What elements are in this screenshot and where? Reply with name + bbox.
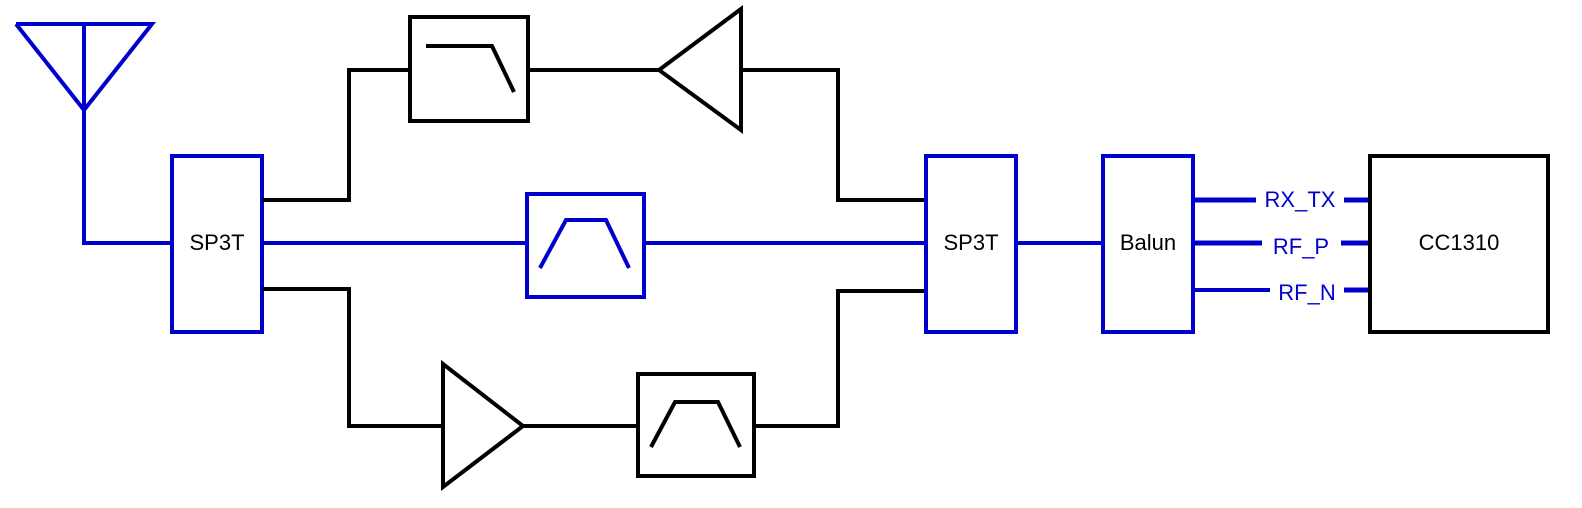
lowpass-filter-icon	[426, 44, 516, 93]
sp3t-switch-right: SP3T	[924, 154, 1018, 334]
antenna-icon	[14, 22, 172, 245]
net-label-rx-tx: RX_TX	[1265, 187, 1336, 212]
chip-label: CC1310	[1419, 230, 1500, 255]
balun-block: Balun	[1101, 154, 1195, 334]
balun-label: Balun	[1120, 230, 1176, 255]
net-label-rf-p: RF_P	[1273, 234, 1329, 259]
sp3t-switch-left: SP3T	[170, 154, 264, 334]
cc1310-chip: CC1310	[1368, 154, 1550, 334]
bandpass-filter-icon	[649, 400, 742, 448]
tx-path-wires	[262, 68, 926, 202]
rx-path-wires	[262, 287, 926, 428]
sp3t-switch-left-label: SP3T	[189, 230, 244, 255]
bandpass-filter-mid	[525, 192, 646, 299]
amplifier-icon	[655, 5, 743, 134]
amplifier-tx	[655, 5, 743, 134]
net-wires	[1193, 197, 1370, 293]
amplifier-icon	[441, 359, 527, 492]
sp3t-switch-right-label: SP3T	[943, 230, 998, 255]
lowpass-filter	[408, 15, 530, 123]
bandpass-filter-icon	[538, 218, 631, 269]
amplifier-rx	[441, 359, 527, 492]
bandpass-filter-rx	[636, 372, 756, 478]
net-label-rf-n: RF_N	[1278, 280, 1335, 305]
